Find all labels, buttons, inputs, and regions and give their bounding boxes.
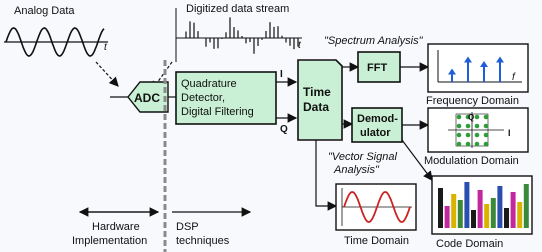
digitized-stream-plot: t [175,8,302,62]
code-bar [464,182,470,228]
time-data-block: Time Data [297,59,343,141]
code-bar [497,186,503,228]
constellation-dot [465,123,471,129]
time-data-line2: Data [303,100,329,114]
code-bar [457,200,463,228]
modulation-domain-label: Modulation Domain [424,155,519,167]
digitized-stream-label: Digitized data stream [186,3,289,15]
code-bar [490,198,496,228]
adc-label: ADC [134,91,160,105]
adc-to-stream-arrow [151,61,173,91]
q-label: Q [280,124,288,135]
fft-label: FFT [367,62,387,74]
dsp-label-line1: DSP [176,221,199,233]
code-bar [484,204,490,228]
fft-block: FFT [357,51,401,83]
constellation-dot [483,141,489,147]
code-bar [477,190,483,228]
adc-block: ADC [127,81,169,113]
code-bar [517,202,523,228]
code-bar [510,192,516,228]
code-bar [451,194,457,228]
analog-t-label: t [104,42,108,53]
code-bar [438,188,443,228]
analog-to-adc-arrow [95,61,119,87]
hardware-label-line2: Implementation [72,235,147,247]
code-bar [523,184,529,228]
analog-data-waveform: t [4,27,108,57]
constellation-dot [474,123,480,129]
code-domain-display [431,175,533,235]
modulation-domain-display: Q I [427,107,529,153]
time-domain-label: Time Domain [344,235,409,247]
code-bar [504,208,509,228]
digital-t-label: t [298,40,302,51]
spectrum-f-label: f [512,72,516,83]
constellation-dot [456,132,462,138]
hardware-label-line1: Hardware [92,221,140,233]
spectrum-arrowhead [480,61,488,67]
analog-data-label: Analog Data [14,5,75,17]
frequency-domain-label: Frequency Domain [426,95,519,107]
constellation-dot [456,114,462,120]
const-i-label: I [508,128,511,138]
quad-line3: Digital Filtering [181,106,254,118]
constellation-dot [465,114,471,120]
constellation-dot [474,141,480,147]
constellation-dot [483,114,489,120]
constellation-dot [474,114,480,120]
constellation-dot [465,141,471,147]
const-q-label: Q [468,113,474,122]
code-bar [471,210,476,228]
vsa-label-line1: "Vector Signal [328,151,397,163]
dsp-label-line2: techniques [176,235,230,247]
constellation-dot [456,123,462,129]
quad-line2: Detector, [181,92,225,104]
code-domain-label: Code Domain [436,238,503,250]
constellation-dot [474,132,480,138]
constellation-dot [456,141,462,147]
constellation-dot [465,132,471,138]
constellation-dot [483,132,489,138]
spectrum-arrowhead [448,68,456,75]
spectrum-analysis-label: "Spectrum Analysis" [324,35,424,47]
spectrum-arrowhead [464,56,472,63]
demodulator-block: Demod- ulator [351,107,403,143]
demod-line2: ulator [360,127,391,139]
i-label: I [280,69,283,80]
code-bar [444,206,450,228]
constellation-dot [483,123,489,129]
frequency-domain-display: f [427,43,529,93]
to-time-domain-path [315,140,338,211]
quad-line1: Quadrature [181,78,237,90]
time-data-line1: Time [303,85,331,99]
demod-line1: Demod- [357,113,398,125]
spectrum-arrowhead [496,56,504,63]
vsa-label-line2: Analysis" [333,164,380,176]
time-domain-display [335,183,417,231]
quadrature-detector-block: Quadrature Detector, Digital Filtering [175,71,277,125]
